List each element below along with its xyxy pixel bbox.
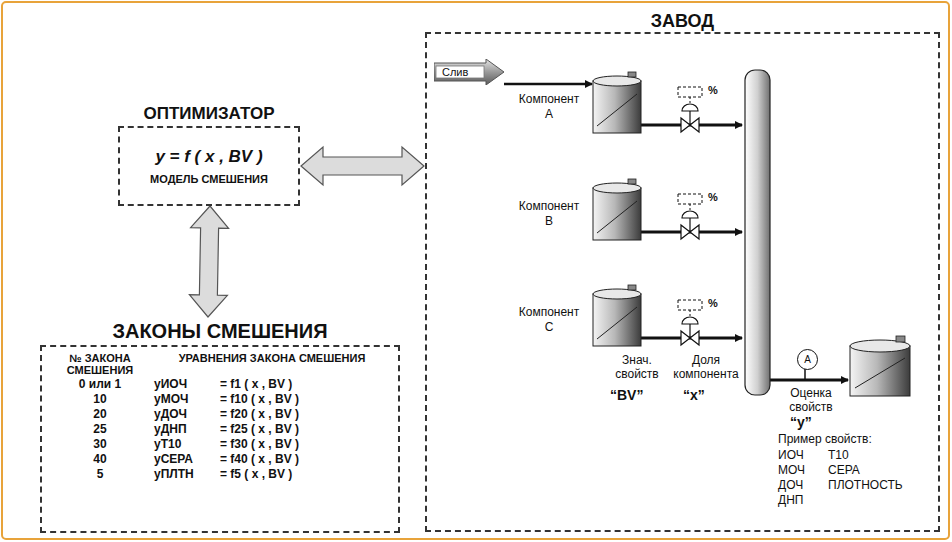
- tank-label: Компонент С: [514, 305, 584, 335]
- tank-shape: [592, 285, 642, 347]
- plant-box: ЗАВОДСливКомпонент АКомпонент ВКомпонент…: [425, 32, 940, 532]
- symbol: “y”: [790, 414, 812, 430]
- table-header: № ЗАКОНА СМЕШЕНИЯ: [50, 353, 150, 376]
- table-cell: = f40 ( x , BV ): [220, 452, 390, 466]
- drain-arrow: Слив: [434, 59, 504, 85]
- analyzer-tag: A: [804, 354, 811, 365]
- box-heading: ЗАВОД: [427, 11, 938, 32]
- pipe-connector: [504, 83, 592, 86]
- table-cell: yМОЧ: [154, 392, 216, 406]
- table-cell: = f5 ( x , BV ): [220, 467, 390, 481]
- symbol: “BV”: [610, 387, 643, 403]
- table-cell: 10: [50, 392, 150, 406]
- laws-table-box: ЗАКОНЫ СМЕШЕНИЯ№ ЗАКОНА СМЕШЕНИЯУРАВНЕНИ…: [40, 345, 400, 533]
- property: T10: [828, 448, 849, 462]
- caption: Знач. свойств: [604, 353, 670, 382]
- box-heading: ОПТИМИЗАТОР: [120, 104, 298, 124]
- property: ПЛОТНОСТЬ: [828, 478, 903, 492]
- component-tank: Компонент С: [592, 285, 642, 347]
- product-tank: [850, 336, 910, 396]
- box-heading: ЗАКОНЫ СМЕШЕНИЯ: [42, 320, 398, 343]
- table-header: УРАВНЕНИЯ ЗАКОНА СМЕШЕНИЯ: [154, 353, 390, 373]
- double-arrow: [301, 147, 424, 185]
- table-cell: 20: [50, 407, 150, 421]
- analyzer-circle: A: [797, 349, 818, 370]
- tank-label: Компонент А: [514, 92, 584, 122]
- double-arrow: [189, 206, 228, 317]
- table-cell: 40: [50, 452, 150, 466]
- percent-box: %: [708, 191, 718, 203]
- tank-label: Компонент В: [514, 199, 584, 229]
- component-tank: Компонент А: [592, 72, 642, 134]
- pipes: [640, 125, 848, 380]
- property: ДОЧ: [778, 478, 803, 492]
- formula: y = f ( x , BV ): [155, 147, 262, 167]
- property: МОЧ: [778, 463, 805, 477]
- table-cell: 25: [50, 422, 150, 436]
- table-cell: 0 или 1: [50, 377, 150, 391]
- table-cell: yПЛТН: [154, 467, 216, 481]
- property: ДНП: [778, 493, 803, 507]
- table-cell: yДНП: [154, 422, 216, 436]
- tank-shape: [592, 179, 642, 241]
- tank-shape: [592, 72, 642, 134]
- drain-label: Слив: [442, 66, 468, 78]
- valves: [678, 87, 702, 345]
- table-cell: 30: [50, 437, 150, 451]
- table-cell: yСЕРА: [154, 452, 216, 466]
- table-cell: = f30 ( x , BV ): [220, 437, 390, 451]
- property: ИОЧ: [778, 448, 804, 462]
- property: СЕРА: [828, 463, 860, 477]
- optimizer-box: ОПТИМИЗАТОРy = f ( x , BV )МОДЕЛЬ СМЕШЕН…: [118, 126, 300, 206]
- table-cell: yИОЧ: [154, 377, 216, 391]
- table-cell: = f20 ( x , BV ): [220, 407, 390, 421]
- table-cell: = f25 ( x , BV ): [220, 422, 390, 436]
- caption: Оценка свойств: [778, 386, 844, 415]
- table-cell: yТ10: [154, 437, 216, 451]
- box-subtitle: МОДЕЛЬ СМЕШЕНИЯ: [150, 173, 268, 185]
- note: Пример свойств:: [778, 432, 872, 446]
- laws-table: № ЗАКОНА СМЕШЕНИЯУРАВНЕНИЯ ЗАКОНА СМЕШЕН…: [42, 347, 398, 487]
- percent-box: %: [708, 84, 718, 96]
- caption: Доля компонента: [673, 353, 739, 382]
- component-tank: Компонент В: [592, 179, 642, 241]
- table-cell: yДОЧ: [154, 407, 216, 421]
- mixing-column: [745, 70, 770, 395]
- table-cell: = f10 ( x , BV ): [220, 392, 390, 406]
- percent-box: %: [708, 297, 718, 309]
- table-cell: 5: [50, 467, 150, 481]
- symbol: “x”: [683, 387, 705, 403]
- table-cell: = f1 ( x , BV ): [220, 377, 390, 391]
